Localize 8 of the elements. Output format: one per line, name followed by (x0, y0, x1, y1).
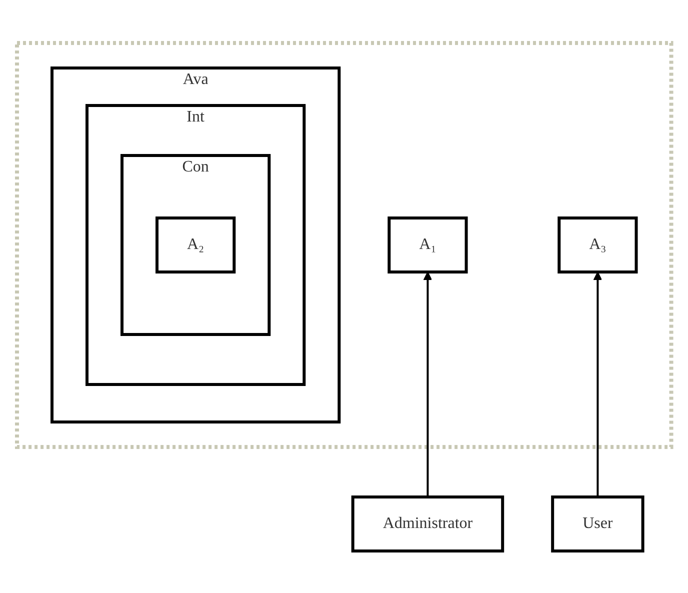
arrow (593, 271, 602, 496)
arrow (423, 271, 432, 496)
cluster (14, 40, 674, 448)
node-box: Administrator (351, 494, 504, 552)
node-box: A₃ (557, 216, 638, 273)
node-box: A₁ (388, 216, 468, 273)
node-box: A₂ (155, 216, 236, 273)
node-box: User (550, 494, 644, 552)
